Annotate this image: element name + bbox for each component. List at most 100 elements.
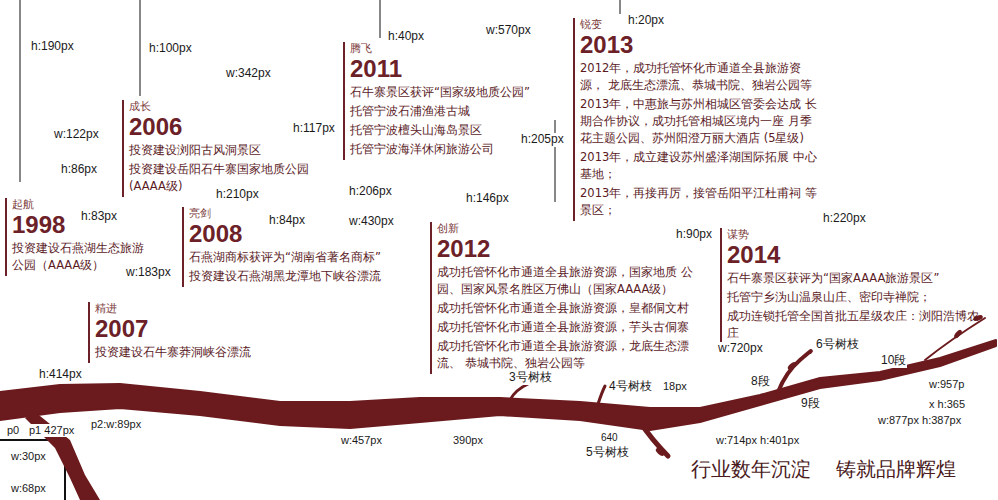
milestone-item: 投资建设石牛寨莽洞峡谷漂流 [95, 344, 288, 361]
dimension-note: w:342px [225, 67, 272, 81]
guide-line [380, 0, 381, 38]
milestone-year: 2012 [437, 236, 710, 262]
dimension-note: h:210px [215, 188, 260, 202]
milestone-item: 成功托管怀化市通道全县旅游资源，龙底生态漂流、 恭城书院、独岩公园等 [437, 338, 710, 372]
milestone-block: 谋势2014 石牛寨景区获评为“国家AAAA旅游景区” 托管宁乡沩山温泉山庄、密印寺… [720, 228, 990, 344]
milestone-item: 石牛寨景区获评为“国家AAAA旅游景区” [727, 270, 990, 287]
segment-label: 9段 [800, 397, 821, 411]
tree-leaves [655, 314, 984, 457]
dimension-note: h:84px [268, 214, 306, 228]
dimension-note: w:430px [348, 215, 395, 229]
dimension-note: h:100px [148, 42, 193, 56]
dimension-note: w:30px [10, 450, 47, 463]
segment-label: 10段 [880, 354, 907, 368]
dimension-note: w:68px [10, 482, 47, 495]
branch-label: 6号树枝 [815, 338, 860, 352]
stage-tag: 创新 [437, 222, 710, 236]
dimension-note: h:220px [822, 212, 867, 226]
milestone-block: 锐变20132012年，成功托管怀化市通道全县旅游资源， 龙底生态漂流、恭城书院… [573, 18, 817, 221]
leaf [953, 329, 963, 340]
milestone-item: 托管宁波檀头山海岛景区 [350, 122, 543, 139]
leaf [787, 361, 798, 371]
dimension-note: w:457px [340, 434, 383, 447]
milestone-block: 成长2006投资建设浏阳古风洞景区投资建设岳阳石牛寨国家地质公园 (AAAA级) [122, 100, 337, 197]
branch-4 [598, 386, 605, 404]
dimension-note: h:86px [60, 163, 98, 177]
dimension-note: w:183px [125, 266, 172, 280]
slogan: 行业数年沉淀 [690, 458, 812, 481]
milestone-item: 石牛寨景区获评“国家级地质公园” [350, 84, 543, 101]
milestone-year: 2007 [95, 316, 288, 342]
dimension-note: h:206px [348, 185, 393, 199]
dimension-note: h:83px [80, 210, 118, 224]
point-label: p2:w:89px [90, 418, 142, 431]
dimension-note: 640 [600, 432, 619, 444]
stage-tag: 腾飞 [350, 42, 543, 56]
branch-label: 5号树枝 [585, 446, 630, 460]
milestone-item: 2013年，成立建设苏州盛泽湖国际拓展 中心基地； [580, 149, 817, 183]
dimension-note: h:414px [38, 368, 83, 382]
milestone-block: 腾飞2011 石牛寨景区获评“国家级地质公园” 托管宁波石浦渔港古城托管宁波檀头山海… [343, 42, 543, 160]
dimension-note: w:122px [53, 128, 100, 142]
dimension-note: 18px [662, 380, 688, 393]
segment-label: 8段 [750, 375, 771, 389]
dimension-note: h:117px [292, 122, 336, 136]
branch-3 [510, 384, 528, 400]
guide-line [620, 0, 621, 14]
tree-twigs [510, 318, 985, 456]
milestone-item: 2012年，成功托管怀化市通道全县旅游资源， 龙底生态漂流、恭城书院、独岩公园等 [580, 60, 817, 94]
point-label: p0 [6, 424, 20, 437]
tree-trunk [0, 340, 996, 430]
branch-5 [640, 422, 668, 456]
milestone-block: 创新2012成功托管怀化市通道全县旅游资源，国家地质 公园、国家风景名胜区万佛山… [430, 222, 710, 374]
milestone-item: 成功托管怀化市通道全县旅游资源，皇都侗文村 [437, 300, 710, 317]
leaf [655, 447, 666, 457]
milestone-block: 起航1998投资建设石燕湖生态旅游 公园（AAAA级） [5, 198, 145, 276]
milestone-item: 托管宁波石浦渔港古城 [350, 103, 543, 120]
milestone-block: 精进2007 投资建设石牛寨莽洞峡谷漂流 [88, 302, 288, 363]
milestone-item: 托管宁波海洋休闲旅游公司 [350, 141, 543, 158]
branch-label: 4号树枝 [608, 380, 653, 394]
milestone-year: 2013 [580, 32, 817, 58]
dimension-note: h:90px [675, 228, 713, 242]
guide-line [140, 0, 141, 96]
dimension-note: h:20px [627, 14, 665, 28]
dimension-note: w:714px h:401px [715, 434, 800, 447]
milestone-item: 石燕湖商标获评为“湖南省著名商标” [189, 249, 422, 266]
milestone-year: 1998 [12, 212, 145, 238]
milestone-item: 2013年，再接再厉，接管岳阳平江杜甫祠 等景区； [580, 185, 817, 219]
dimension-note: h:205px [520, 133, 565, 147]
stage-tag: 起航 [12, 198, 145, 212]
milestone-item: 投资建设浏阳古风洞景区 [129, 142, 337, 159]
dimension-note: 390px [452, 434, 484, 447]
stage-tag: 锐变 [580, 18, 817, 32]
milestone-year: 2011 [350, 56, 543, 82]
dimension-note: w:957p [928, 378, 965, 391]
branch-label: 3号树枝 [508, 371, 553, 385]
milestone-item: 成功连锁托管全国首批五星级农庄：浏阳浩博农庄 [727, 308, 990, 342]
branch-6 [778, 351, 811, 392]
dimension-note: h:146px [465, 192, 510, 206]
milestone-year: 2014 [727, 242, 990, 268]
slogan: 铸就品牌辉煌 [835, 458, 957, 481]
stage-tag: 谋势 [727, 228, 990, 242]
stage-tag: 精进 [95, 302, 288, 316]
dimension-note: h:40px [387, 30, 425, 44]
dimension-note: w:877px h:387px [877, 414, 962, 427]
milestone-item: 托管宁乡沩山温泉山庄、密印寺禅院； [727, 289, 990, 306]
guide-line [20, 0, 21, 182]
milestone-item: 投资建设石燕湖黑龙潭地下峡谷漂流 [189, 268, 422, 285]
dimension-note: h:190px [30, 40, 75, 54]
dimension-note: w:570px [485, 24, 532, 38]
branch-10 [925, 318, 985, 360]
milestone-item: 成功托管怀化市通道全县旅游资源，国家地质 公园、国家风景名胜区万佛山（国家AAA… [437, 264, 710, 298]
dimension-note: w:720px [717, 342, 764, 356]
dimension-note: x h:365 [928, 398, 966, 411]
point-label: p1 427px [28, 424, 75, 437]
milestone-item: 2013年，中惠旅与苏州相城区管委会达成 长期合作协议，成功托管相城区境内一座 … [580, 96, 817, 147]
guide-line [0, 440, 65, 500]
stage-tag: 成长 [129, 100, 337, 114]
milestone-item: 成功托管怀化市通道全县旅游资源，芋头古侗寨 [437, 319, 710, 336]
